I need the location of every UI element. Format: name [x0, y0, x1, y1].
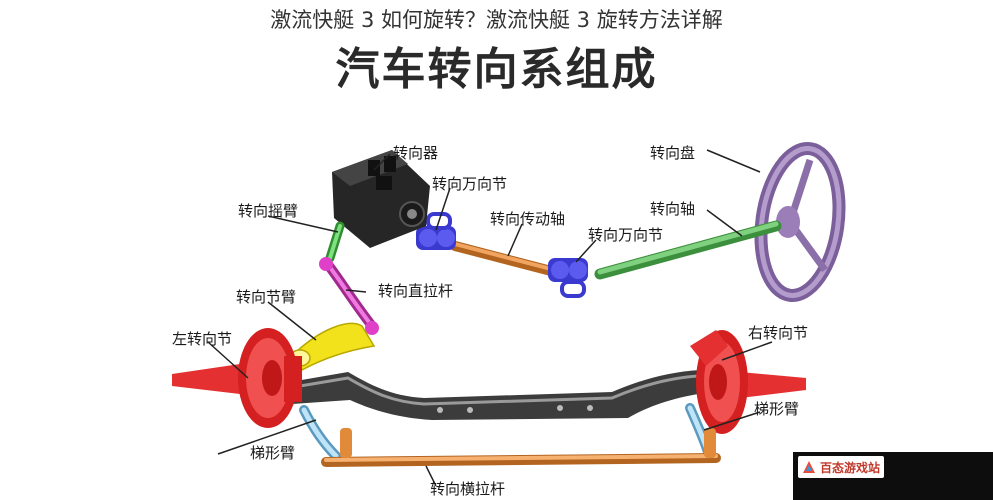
front-axle — [290, 370, 712, 420]
watermark-logo: 百态游戏站 — [798, 456, 885, 478]
label-knuckle-arm: 转向节臂 — [236, 288, 296, 306]
leader-lines — [207, 149, 773, 487]
universal-joint-right — [548, 258, 588, 298]
steering-shaft — [594, 220, 782, 280]
label-universal-joint-1: 转向万向节 — [432, 175, 507, 193]
tie-rod — [321, 428, 721, 467]
watermark-text: 百态游戏站 — [820, 460, 881, 475]
diagram-title: 汽车转向系组成 — [335, 44, 658, 95]
label-left-knuckle: 左转向节 — [172, 330, 232, 348]
steering-gear — [332, 150, 430, 248]
logo-triangle-icon — [803, 461, 815, 473]
label-left-trapezoid-arm: 梯形臂 — [250, 444, 295, 462]
label-drag-link: 转向直拉杆 — [378, 282, 453, 300]
label-steering-shaft: 转向轴 — [650, 200, 695, 218]
steering-wheel — [754, 142, 846, 302]
label-right-knuckle: 右转向节 — [748, 324, 808, 342]
label-pitman-arm: 转向摇臂 — [238, 202, 298, 220]
knuckle-arm — [289, 322, 376, 372]
label-right-trapezoid-arm: 梯形臂 — [754, 400, 799, 418]
drag-link — [319, 257, 379, 335]
label-drive-shaft: 转向传动轴 — [490, 210, 565, 228]
pitman-arm — [325, 221, 345, 263]
left-trapezoid-arm — [299, 405, 341, 461]
label-universal-joint-2: 转向万向节 — [588, 226, 663, 244]
right-steering-knuckle — [690, 330, 806, 434]
label-steering-gear: 转向器 — [393, 144, 438, 162]
label-tie-rod: 转向横拉杆 — [430, 480, 505, 498]
drive-shaft — [450, 241, 560, 277]
left-steering-knuckle — [172, 328, 302, 428]
page-title: 激流快艇 3 如何旋转？激流快艇 3 旋转方法详解 — [270, 8, 723, 32]
universal-joint-left — [416, 212, 456, 250]
label-steering-wheel: 转向盘 — [650, 144, 695, 162]
